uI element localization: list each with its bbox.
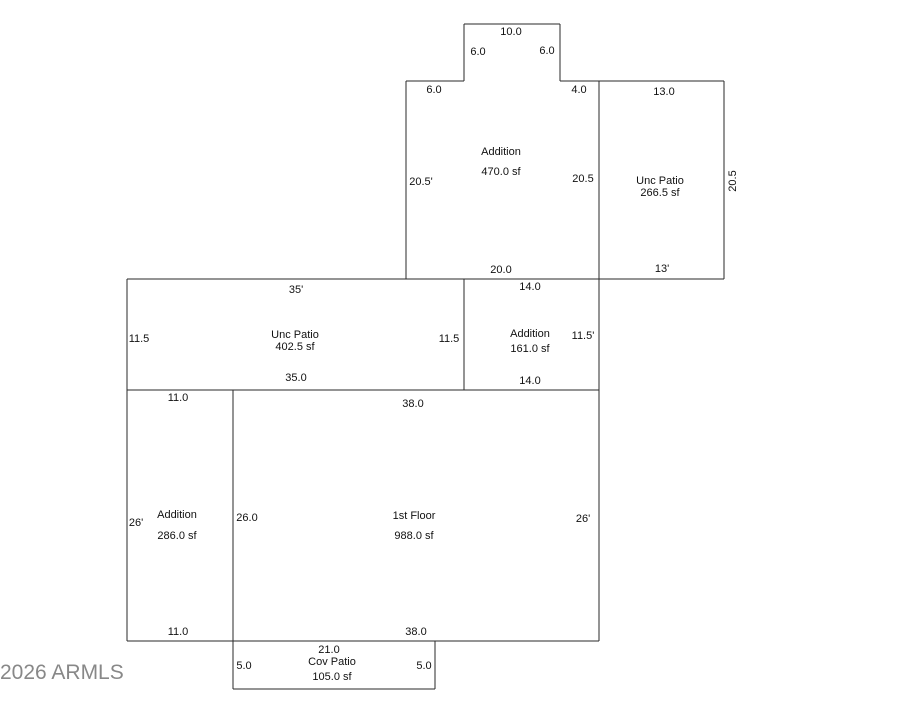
room-addition-top: 10.0 6.0 6.0 6.0 4.0 Addition 470.0 sf 2… [409,26,593,276]
room-name: Unc Patio [636,175,684,187]
dimension-label: 26.0 [236,512,257,524]
dimension-label: 10.0 [500,26,521,38]
dimension-label: 13' [655,263,669,275]
dimension-label: 38.0 [402,398,423,410]
dimension-label: 26' [129,517,143,529]
dimension-label: 20.0 [490,264,511,276]
room-area: 105.0 sf [312,671,352,683]
room-name: Addition [157,509,197,521]
dimension-label: 38.0 [405,626,426,638]
dimension-label: 6.0 [426,84,441,96]
dimension-label: 13.0 [653,86,674,98]
dimension-label: 20.5 [727,170,739,191]
dimension-label: 11.5 [129,333,150,345]
dimension-label: 14.0 [519,375,540,387]
room-name: Cov Patio [308,656,356,668]
room-first-floor: 38.0 26.0 1st Floor 988.0 sf 26' 38.0 [236,398,590,638]
dimension-label: 6.0 [539,45,554,57]
room-area: 161.0 sf [510,343,550,355]
dimension-label: 26' [576,513,590,525]
dimension-label: 11.5' [572,330,595,342]
dimension-label: 11.5 [439,333,460,345]
watermark: 2026 ARMLS [0,661,124,684]
room-area: 266.5 sf [640,187,680,199]
room-cov-patio: 21.0 5.0 Cov Patio 105.0 sf 5.0 [236,644,431,683]
dimension-label: 6.0 [470,46,485,58]
dimension-label: 20.5 [572,173,593,185]
dimension-label: 11.0 [168,392,189,404]
dimension-label: 20.5' [409,176,433,188]
dimension-label: 11.0 [168,626,189,638]
floor-plan-walls [126,23,725,690]
dimension-label: 21.0 [318,644,339,656]
room-addition-left: 11.0 Addition 286.0 sf 26' 11.0 [129,392,198,638]
dimension-label: 14.0 [519,281,540,293]
dimension-label: 4.0 [571,84,586,96]
room-unc-patio-right: 13.0 Unc Patio 266.5 sf 20.5 13' [636,86,739,275]
room-unc-patio-mid: 35' 11.5 Unc Patio 402.5 sf 11.5 35.0 [129,284,460,384]
dimension-label: 5.0 [236,660,251,672]
dimension-label: 5.0 [416,660,431,672]
room-addition-mid: 14.0 Addition 161.0 sf 11.5' 14.0 [510,281,594,387]
room-area: 988.0 sf [394,530,434,542]
room-name: Unc Patio [271,329,319,341]
room-area: 286.0 sf [157,530,197,542]
dimension-label: 35' [289,284,303,296]
room-name: 1st Floor [393,510,436,522]
dimension-label: 35.0 [285,372,306,384]
room-name: Addition [481,146,521,158]
room-name: Addition [510,328,550,340]
room-area: 402.5 sf [275,341,315,353]
room-area: 470.0 sf [481,166,521,178]
